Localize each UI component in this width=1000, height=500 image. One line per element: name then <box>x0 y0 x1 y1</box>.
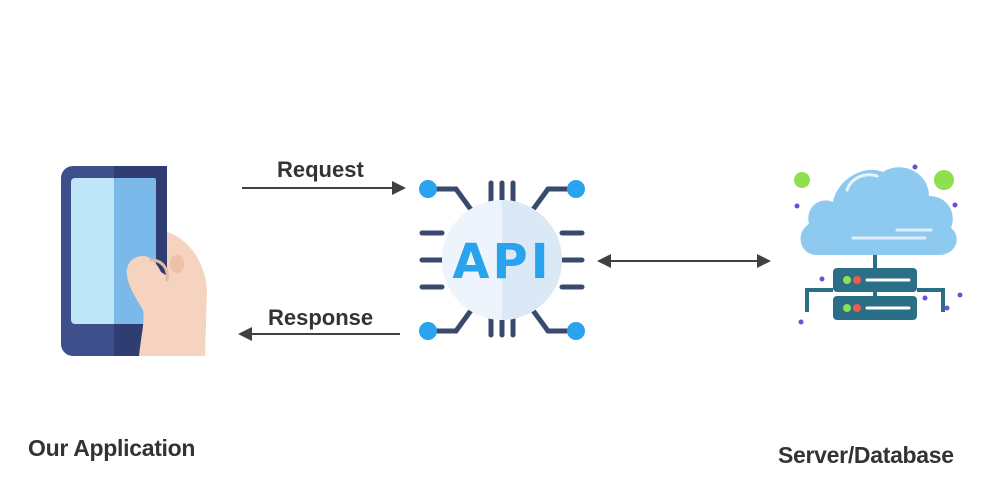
application-label: Our Application <box>28 435 196 461</box>
response-label: Response <box>268 305 374 330</box>
server-database-label: Server/Database <box>778 442 954 468</box>
request-label: Request <box>277 157 364 182</box>
cloud-server-database-icon <box>794 164 963 325</box>
smartphone-in-hand-icon <box>61 166 207 356</box>
request-arrow <box>242 181 406 195</box>
response-arrow <box>238 327 400 341</box>
api-chip-icon: API <box>419 180 585 340</box>
api-label: API <box>452 234 551 290</box>
bidirectional-arrow <box>597 254 771 268</box>
